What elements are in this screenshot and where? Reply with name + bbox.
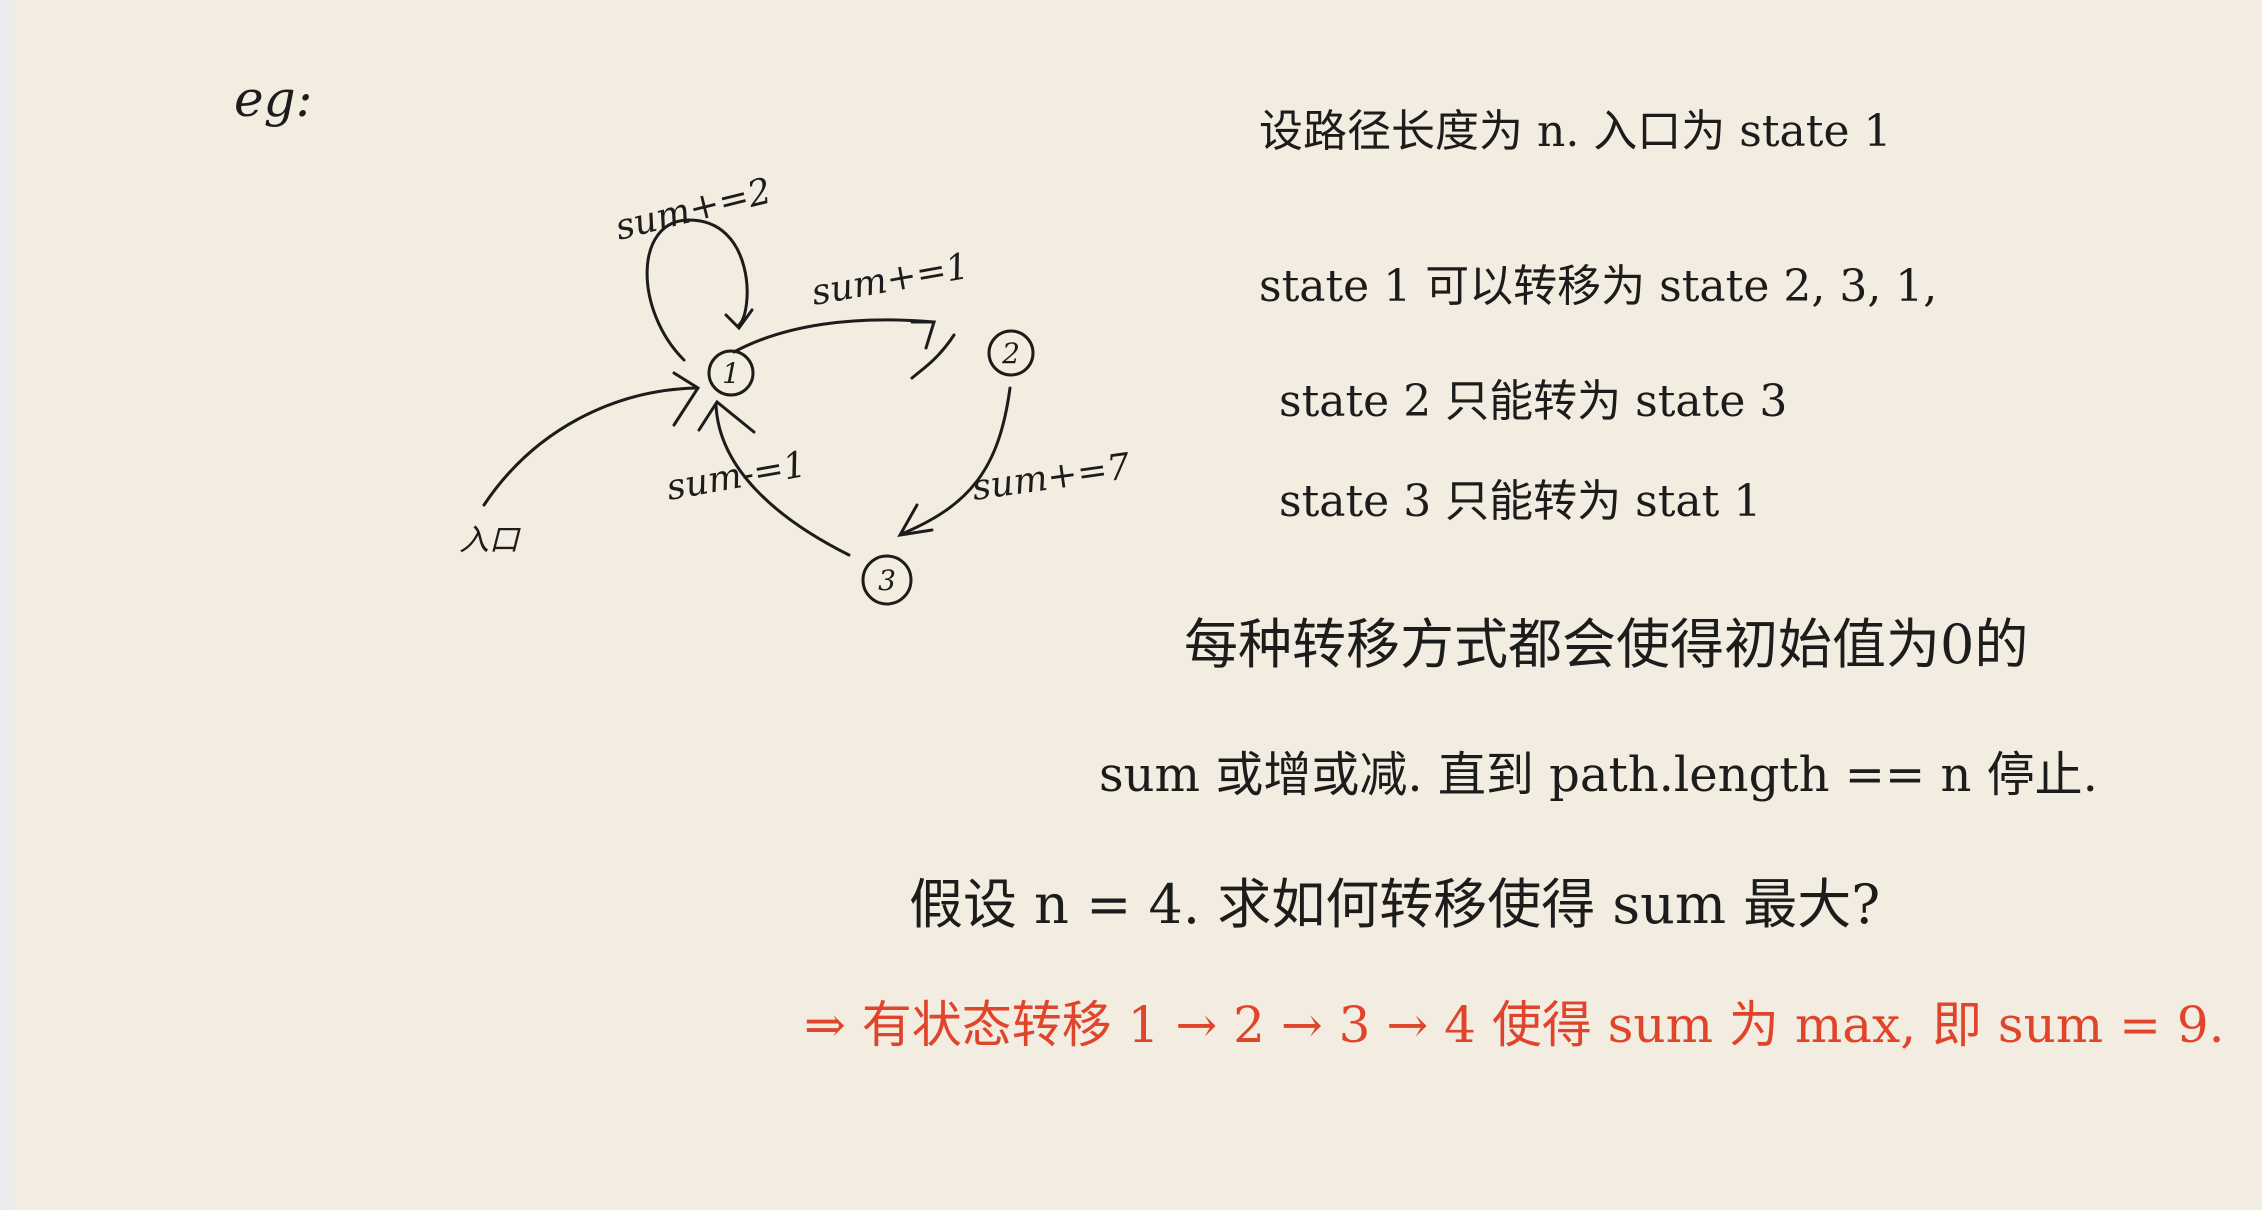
- edge-1-2-tail: [910, 333, 956, 380]
- edge-label-3-1: sum-=1: [663, 444, 809, 509]
- edge-label-self-loop: sum+=2: [611, 170, 775, 248]
- edge-1-to-2: [732, 318, 936, 354]
- note-line-3: state 2 只能转为 state 3: [1279, 376, 1788, 427]
- answer-line: ⇒ 有状态转移 1 → 2 → 3 → 4 使得 sum 为 max, 即 su…: [804, 996, 2225, 1054]
- arrowhead-entry: [672, 371, 701, 427]
- edge-self-loop-1: [645, 218, 749, 362]
- note-line-7: 假设 n = 4. 求如何转移使得 sum 最大?: [909, 873, 1881, 936]
- note-line-5: 每种转移方式都会使得初始值为0的: [1184, 613, 2029, 676]
- node-label-3: 3: [878, 564, 896, 597]
- edge-3-to-1: [714, 403, 851, 557]
- node-label-1: 1: [722, 357, 740, 390]
- arrowhead-1-2: [910, 320, 937, 350]
- example-label: eg:: [234, 70, 313, 128]
- entry-label: 入口: [459, 523, 521, 558]
- edge-2-to-3: [902, 386, 1012, 535]
- edge-label-2-3: sum+=7: [970, 446, 1133, 509]
- arrowhead-3-1: [697, 399, 756, 434]
- arrowhead-2-3: [897, 503, 934, 537]
- note-line-1: 设路径长度为 n. 入口为 state 1: [1259, 106, 1892, 157]
- state-node-1: [707, 349, 755, 397]
- arrowhead-self-loop: [724, 308, 754, 331]
- note-line-4: state 3 只能转为 stat 1: [1279, 476, 1762, 527]
- note-line-6: sum 或增或减. 直到 path.length == n 停止.: [1099, 747, 2098, 803]
- whiteboard-page: eg: 1 2 3: [14, 0, 2262, 1210]
- state-node-3: [861, 554, 913, 606]
- node-label-2: 2: [1001, 337, 1020, 370]
- edge-label-1-2: sum+=1: [808, 246, 972, 314]
- edge-entry: [482, 386, 698, 507]
- state-node-2: [987, 329, 1035, 377]
- state-diagram: 1 2 3 sum+=2 sum+=1 sum+=7 sum-=1 入口: [459, 170, 1133, 606]
- note-line-2: state 1 可以转移为 state 2, 3, 1,: [1259, 261, 1938, 312]
